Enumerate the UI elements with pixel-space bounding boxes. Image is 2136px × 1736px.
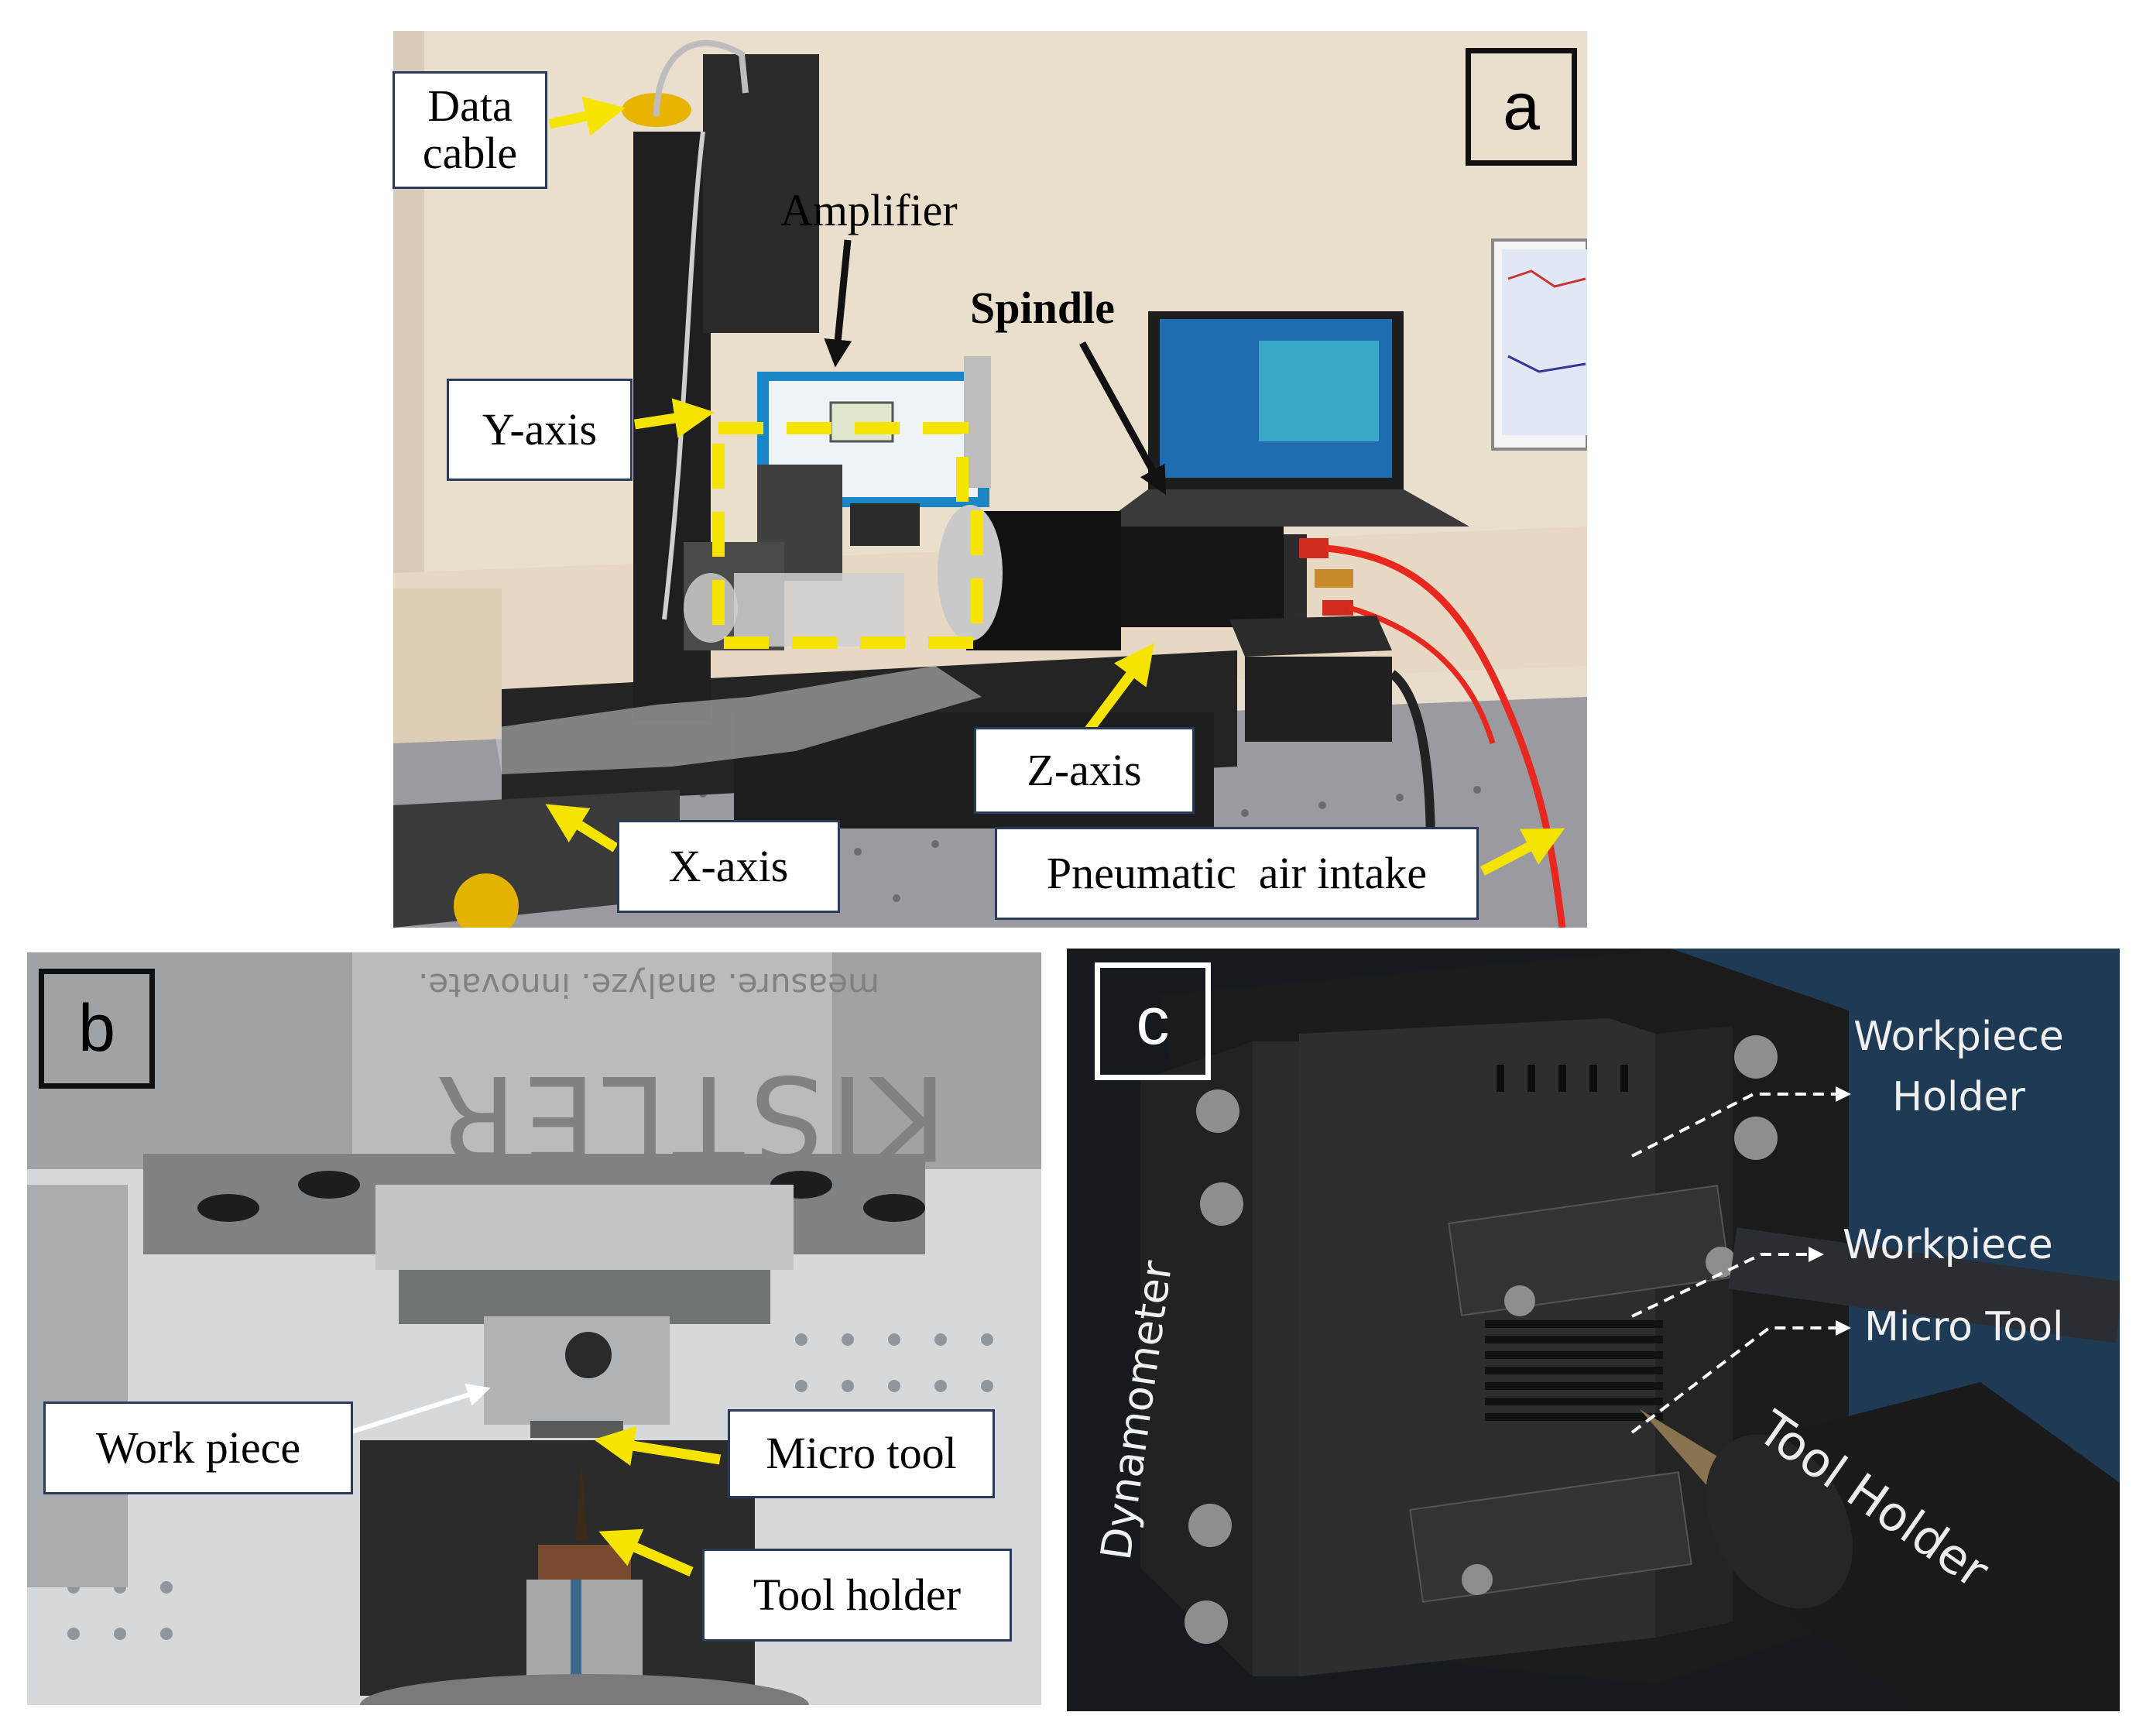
label-micro-tool: Micro tool [728,1409,995,1498]
label-workpiece: Workpiece [1843,1222,2053,1268]
label-workpiece-holder: Workpiece Holder [1853,1014,2064,1120]
kistler-closeup-scene [27,952,1041,1705]
label-pneumatic-air-intake: Pneumatic air intake [995,827,1479,920]
label-work-piece: Work piece [43,1401,353,1494]
label-y-axis: Y-axis [447,379,633,481]
panel-a-photo [393,31,1587,928]
panel-a-tag: a [1466,48,1577,166]
panel-b-tag: b [39,969,155,1089]
panel-c-tag: c [1095,962,1211,1080]
label-tool-holder: Tool holder [702,1549,1012,1642]
label-z-axis: Z-axis [974,727,1195,814]
kistler-brand-text: KISTLER [430,1049,948,1184]
label-amplifier: Amplifier [780,185,958,235]
label-data-cable: Data cable [393,71,547,189]
label-x-axis: X-axis [617,820,840,913]
label-spindle: Spindle [970,283,1115,333]
label-micro-tool-c: Micro Tool [1864,1304,2064,1350]
kistler-slogan-text: measure. analyze. innovate. [418,966,879,1004]
